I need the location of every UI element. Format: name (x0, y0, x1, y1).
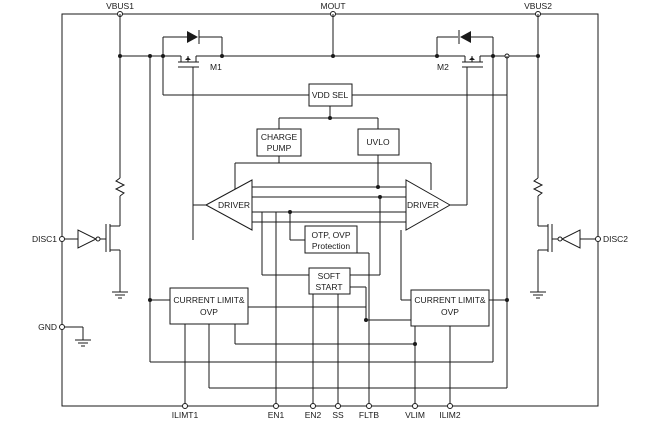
driver-left: DRIVER (193, 179, 253, 231)
m1-label: M1 (210, 62, 222, 72)
uvlo-label: UVLO (366, 137, 390, 147)
current-limit-left-block: CURRENT LIMIT& OVP (148, 56, 367, 362)
pin-en1: EN1 (268, 212, 285, 420)
otp-ovp-label-1: OTP, OVP (311, 230, 350, 240)
current-limit-left-label-1: CURRENT LIMIT& (173, 295, 244, 305)
otp-ovp-block: OTP, OVP Protection (288, 210, 358, 254)
pin-disc2-label: DISC2 (603, 234, 628, 244)
charge-pump-label-2: PUMP (267, 143, 292, 153)
charge-pump-block: CHARGE PUMP (234, 128, 432, 190)
pin-ss: SS (332, 294, 344, 420)
disc1-circuit (62, 56, 128, 299)
pin-vbus2-label: VBUS2 (524, 1, 552, 11)
m2-label: M2 (437, 62, 449, 72)
otp-ovp-label-2: Protection (312, 241, 351, 251)
pin-en1-label: EN1 (268, 410, 285, 420)
body-diode-m1 (162, 30, 224, 58)
uvlo-block: UVLO (357, 128, 400, 189)
body-diode-m2 (435, 30, 494, 58)
chip-outline (61, 13, 599, 407)
pin-ilimt1-label: ILIMT1 (172, 410, 199, 420)
soft-start-label-1: SOFT (318, 271, 341, 281)
pin-fltb: FLTB (357, 252, 379, 420)
mosfet-m2: M2 (437, 56, 483, 205)
vdd-sel-block: VDD SEL (162, 56, 508, 129)
pin-disc1-label: DISC1 (32, 234, 57, 244)
disc2-circuit (530, 56, 598, 299)
driver-right: DRIVER (405, 179, 467, 231)
driver-left-label: DRIVER (218, 200, 250, 210)
pin-vlim: VLIM (405, 326, 425, 420)
mosfet-m1: M1 (178, 56, 222, 205)
pin-vbus1-label: VBUS1 (106, 1, 134, 11)
pin-en2: EN2 (305, 294, 322, 420)
pin-gnd: GND (38, 322, 91, 347)
pin-vlim-label: VLIM (405, 410, 425, 420)
charge-pump-label-1: CHARGE (261, 132, 298, 142)
pin-disc1: DISC1 (32, 234, 65, 244)
current-limit-right-block: CURRENT LIMIT& OVP (364, 95, 509, 388)
pin-en2-label: EN2 (305, 410, 322, 420)
driver-right-label: DRIVER (407, 200, 439, 210)
driver-interconnect (252, 186, 406, 223)
soft-start-block: SOFT START (252, 195, 382, 295)
pin-mout-label: MOUT (320, 1, 345, 11)
current-limit-right-label-1: CURRENT LIMIT& (414, 295, 485, 305)
vdd-sel-label: VDD SEL (312, 90, 349, 100)
current-limit-right-label-2: OVP (441, 307, 459, 317)
pin-gnd-label: GND (38, 322, 57, 332)
pin-fltb-label: FLTB (359, 410, 379, 420)
soft-start-label-2: START (315, 282, 342, 292)
pin-ilim2: ILIM2 (439, 326, 461, 420)
current-limit-left-label-2: OVP (200, 307, 218, 317)
power-rail (118, 14, 540, 59)
pin-ss-label: SS (332, 410, 344, 420)
pin-ilimt1: ILIMT1 (172, 324, 199, 420)
pin-ilim2-label: ILIM2 (439, 410, 461, 420)
pin-disc2: DISC2 (595, 234, 628, 244)
